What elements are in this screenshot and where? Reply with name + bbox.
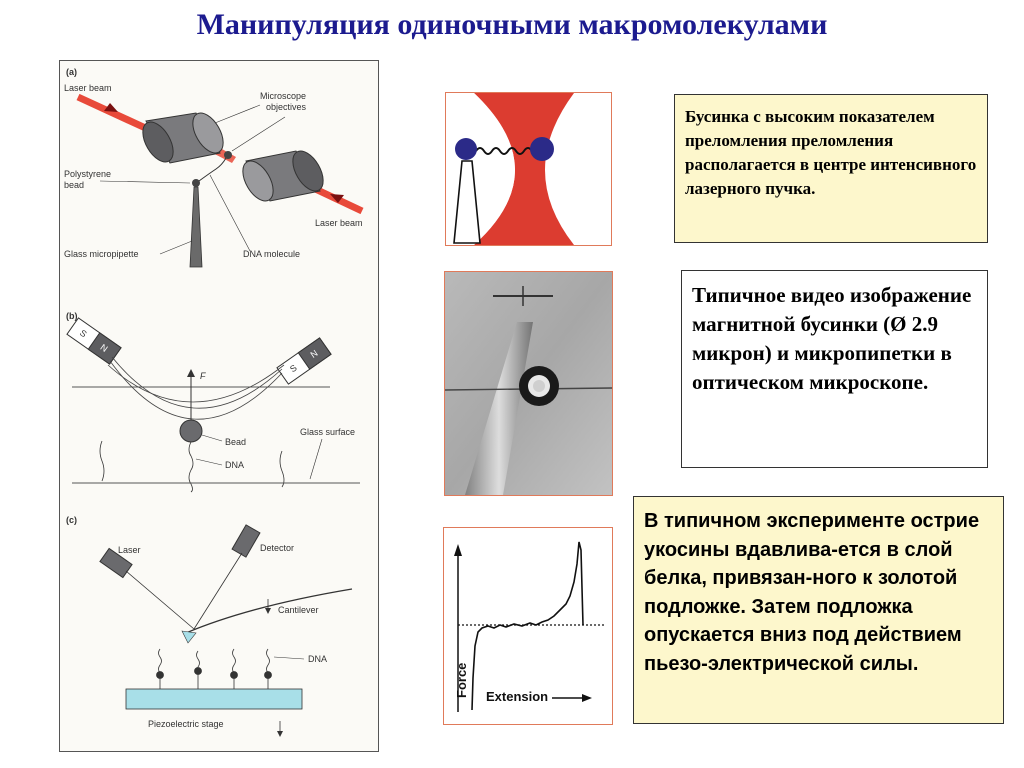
label-glass-micropipette: Glass micropipette [64,249,139,259]
svg-text:N: N [309,348,320,360]
optical-trap-schematic [445,92,612,246]
label-laser-beam-top: Laser beam [64,83,112,93]
svg-text:S: S [78,328,89,340]
micropipette-outline [453,160,481,244]
dna-strand-a [198,157,227,182]
pipette-image [465,322,533,495]
tethered-molecules [156,648,272,689]
panel-c-tag: (c) [66,515,77,525]
label-piezo-stage: Piezoelectric stage [148,719,224,729]
magnetic-bead [179,419,203,443]
panel-a-tag: (a) [66,67,77,77]
afm-experiment-caption: В типичном эксперименте острие укосины в… [633,496,1004,724]
laser-arrow-right [330,194,344,203]
laser-arrow-left [104,103,118,112]
label-bead: bead [64,180,84,190]
beam-right-edge [545,93,611,245]
laser-ray-out [193,552,243,630]
label-dna-b: DNA [225,460,244,470]
label-laser: Laser [118,545,141,555]
svg-text:S: S [288,363,299,375]
dna-strand-b [188,441,194,493]
field-lines [107,356,285,420]
label-objectives: objectives [266,102,307,112]
laser-beam-left [76,93,154,135]
microscope-video-image [444,271,613,496]
afm-tip [181,630,197,644]
label-detector: Detector [260,543,294,553]
laser-ray-in [125,570,195,630]
label-glass-surface: Glass surface [300,427,355,437]
force-extension-chart: Force Extension [443,527,613,725]
svg-text:N: N [99,342,110,354]
force-curve [471,541,584,711]
single-molecule-methods-figure: (a) Laser beam Microscope [59,60,379,752]
trapped-bead [224,151,232,159]
magnet-left: S N [66,317,122,365]
objective-right [242,150,324,202]
objective-left [142,112,224,164]
pipette-bead-blue [455,138,477,160]
label-bead-b: Bead [225,437,246,447]
slide-title: Манипуляция одиночными макромолекулами [196,8,828,41]
glass-micropipette [189,186,203,268]
dna-spring [475,147,541,155]
optical-trap-caption: Бусинка с высоким показателем преломлени… [674,94,988,243]
label-dna-c: DNA [308,654,327,664]
trapped-bead-blue [530,137,554,161]
piezo-stage [125,688,303,710]
label-polystyrene: Polystyrene [64,169,111,179]
label-laser-beam-bottom: Laser beam [315,218,363,228]
label-force: F [200,371,206,381]
detector-box [231,524,261,558]
xlabel-extension: Extension [486,689,548,704]
ylabel-force: Force [454,663,469,698]
pipette-bead [192,179,200,187]
cantilever [185,588,353,634]
label-microscope: Microscope [260,91,306,101]
magnetic-bead-caption: Типичное видео изображение магнитной бус… [681,270,988,468]
panel-b-tag: (b) [66,311,78,321]
magnet-right: S N [276,337,332,385]
figure-svg: (a) Laser beam Microscope [64,67,364,737]
label-cantilever: Cantilever [278,605,319,615]
laser-source [99,547,133,579]
label-dna-molecule: DNA molecule [243,249,300,259]
